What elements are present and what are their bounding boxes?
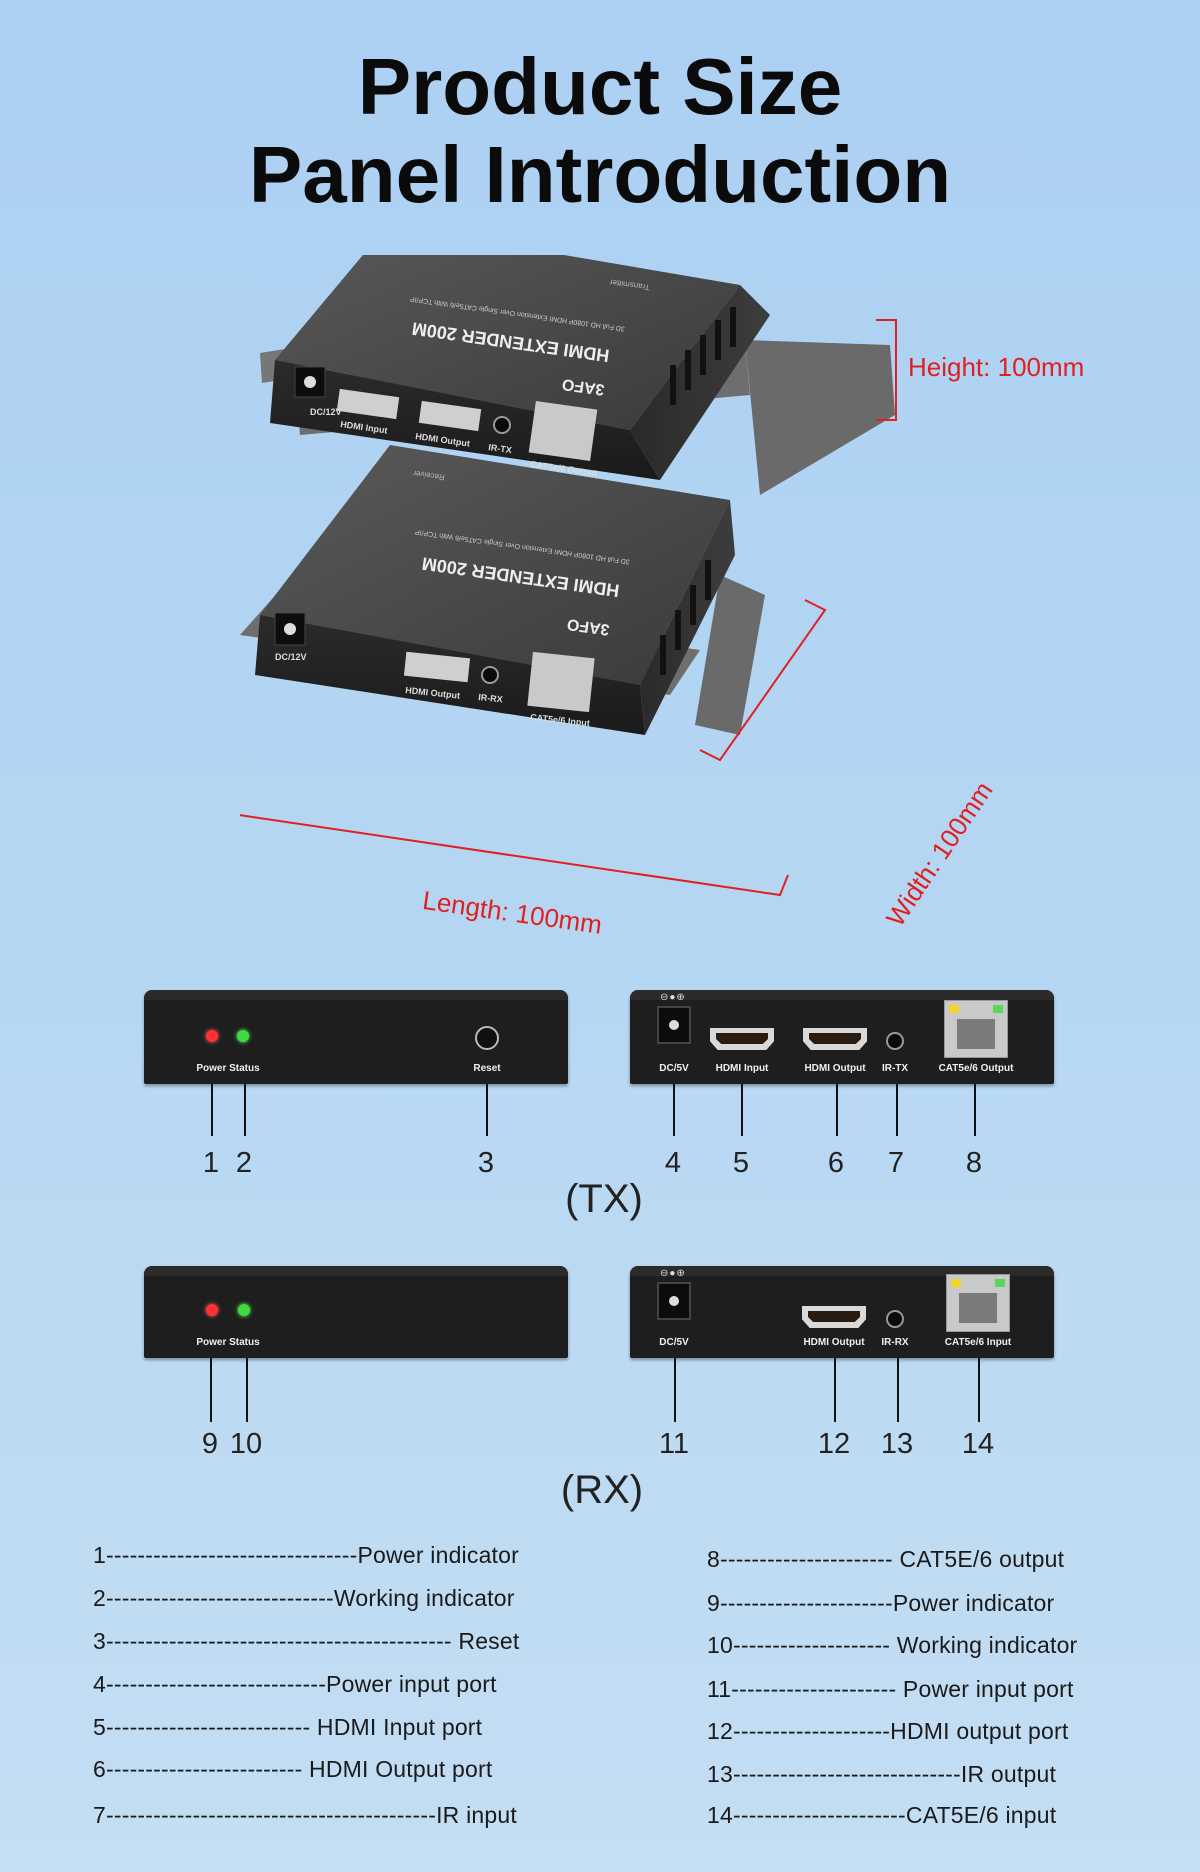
page-title-line-2: Panel Introduction [248, 130, 952, 219]
callout-line-3 [486, 1084, 488, 1136]
tx-box-ir-label: IR-TX [488, 442, 513, 455]
legend-item-7: 7---------------------------------------… [93, 1802, 517, 1828]
transmitter-box: DC/12V HDMI Input HDMI Output IR-TX CAT5… [260, 255, 895, 495]
rx-cat-input-port[interactable] [946, 1274, 1010, 1332]
callout-line-2 [244, 1084, 246, 1136]
callout-number-13: 13 [880, 1428, 914, 1460]
legend-item-8: 8---------------------- CAT5E/6 output [707, 1546, 1065, 1572]
tx-group-label: (TX) [565, 1177, 643, 1221]
tx-power-led [206, 1030, 218, 1042]
legend-item-13: 13-----------------------------IR output [707, 1761, 1057, 1787]
legend-item-14: 14----------------------CAT5E/6 input [707, 1802, 1057, 1828]
callout-line-1 [211, 1084, 213, 1136]
rx-power-status-label: Power Status [196, 1337, 260, 1348]
callout-number-11: 11 [658, 1428, 690, 1460]
rx-cat-input-label: CAT5e/6 Input [944, 1337, 1012, 1348]
tx-cat-output-port[interactable] [944, 1000, 1008, 1058]
callout-line-4 [673, 1084, 675, 1136]
rx-ir-label: IR-RX [881, 1337, 909, 1348]
callout-number-4: 4 [664, 1147, 682, 1179]
legend-item-5: 5-------------------------- HDMI Input p… [93, 1714, 483, 1740]
callout-line-8 [974, 1084, 976, 1136]
rx-rear-panel: ⊖●⊕ DC/5V HDMI Output IR-RX CAT5e/6 Inpu… [630, 1266, 1054, 1358]
rx-dc-jack[interactable] [657, 1282, 691, 1320]
callout-number-6: 6 [827, 1147, 845, 1179]
callout-line-6 [836, 1084, 838, 1136]
callout-line-9 [210, 1358, 212, 1422]
callout-line-14 [978, 1358, 980, 1422]
callout-line-12 [834, 1358, 836, 1422]
callout-number-9: 9 [201, 1428, 219, 1460]
tx-dc-polarity-icon: ⊖●⊕ [660, 992, 686, 1003]
callout-number-8: 8 [965, 1147, 983, 1179]
tx-hdmi-output-port[interactable] [803, 1028, 867, 1050]
tx-dc-jack[interactable] [657, 1006, 691, 1044]
callout-number-1: 1 [202, 1147, 220, 1179]
callout-line-10 [246, 1358, 248, 1422]
page-title-line-1: Product Size [357, 42, 843, 131]
legend-item-2: 2-----------------------------Working in… [93, 1585, 515, 1611]
tx-dc-label: DC/5V [659, 1063, 689, 1074]
rx-front-panel: Power Status [144, 1266, 568, 1358]
callout-number-14: 14 [961, 1428, 995, 1460]
callout-line-7 [896, 1084, 898, 1136]
rx-box-receiver-tag: Receiver [412, 469, 445, 482]
rx-hdmi-output-port[interactable] [802, 1306, 866, 1328]
rx-box-brand: 3AFO [566, 615, 611, 638]
tx-ir-label: IR-TX [881, 1063, 909, 1074]
legend-item-6: 6------------------------- HDMI Output p… [93, 1756, 493, 1782]
tx-status-led [237, 1030, 249, 1042]
rx-ir-port[interactable] [886, 1310, 904, 1328]
legend-item-1: 1--------------------------------Power i… [93, 1542, 520, 1568]
tx-hdmi-input-label: HDMI Input [715, 1063, 769, 1074]
rx-group-label: (RX) [560, 1468, 644, 1512]
legend-item-3: 3---------------------------------------… [93, 1628, 520, 1654]
callout-line-11 [674, 1358, 676, 1422]
legend-item-9: 9----------------------Power indicator [707, 1590, 1055, 1616]
tx-power-status-label: Power Status [196, 1063, 260, 1074]
callout-number-12: 12 [817, 1428, 851, 1460]
height-dimension-label: Height: 100mm [908, 352, 1085, 382]
tx-hdmi-input-port[interactable] [710, 1028, 774, 1050]
rx-dc-label: DC/5V [659, 1337, 689, 1348]
rx-box-ir-label: IR-RX [478, 692, 503, 705]
rx-hdmi-output-label: HDMI Output [803, 1337, 865, 1348]
rx-power-led [206, 1304, 218, 1316]
tx-hdmi-output-label: HDMI Output [804, 1063, 866, 1074]
legend-item-12: 12--------------------HDMI output port [707, 1718, 1069, 1744]
tx-ir-port[interactable] [886, 1032, 904, 1050]
callout-number-2: 2 [235, 1147, 253, 1179]
product-illustration: DC/12V HDMI Input HDMI Output IR-TX CAT5… [240, 255, 897, 897]
tx-front-panel: Power Status Reset [144, 990, 568, 1084]
callout-line-5 [741, 1084, 743, 1136]
tx-box-brand: 3AFO [561, 375, 606, 398]
legend-item-10: 10-------------------- Working indicator [707, 1632, 1078, 1658]
tx-reset-button[interactable] [475, 1026, 499, 1050]
tx-rear-panel: ⊖●⊕ DC/5V HDMI Input HDMI Output IR-TX C… [630, 990, 1054, 1084]
rx-status-led [238, 1304, 250, 1316]
receiver-box: DC/12V HDMI Output IR-RX CAT5e/6 Input H… [240, 445, 765, 735]
tx-reset-label: Reset [473, 1063, 501, 1074]
tx-cat-output-label: CAT5e/6 Output [938, 1063, 1014, 1074]
rx-dc-polarity-icon: ⊖●⊕ [660, 1268, 686, 1279]
callout-number-10: 10 [229, 1428, 263, 1460]
callout-line-13 [897, 1358, 899, 1422]
callout-number-5: 5 [732, 1147, 750, 1179]
legend-item-11: 11--------------------- Power input port [707, 1676, 1074, 1702]
dimension-lines [240, 319, 897, 897]
tx-box-dc-label: DC/12V [310, 407, 342, 417]
callout-number-3: 3 [477, 1147, 495, 1179]
rx-box-dc-label: DC/12V [275, 652, 307, 662]
callout-number-7: 7 [887, 1147, 905, 1179]
legend-item-4: 4----------------------------Power input… [93, 1671, 497, 1697]
